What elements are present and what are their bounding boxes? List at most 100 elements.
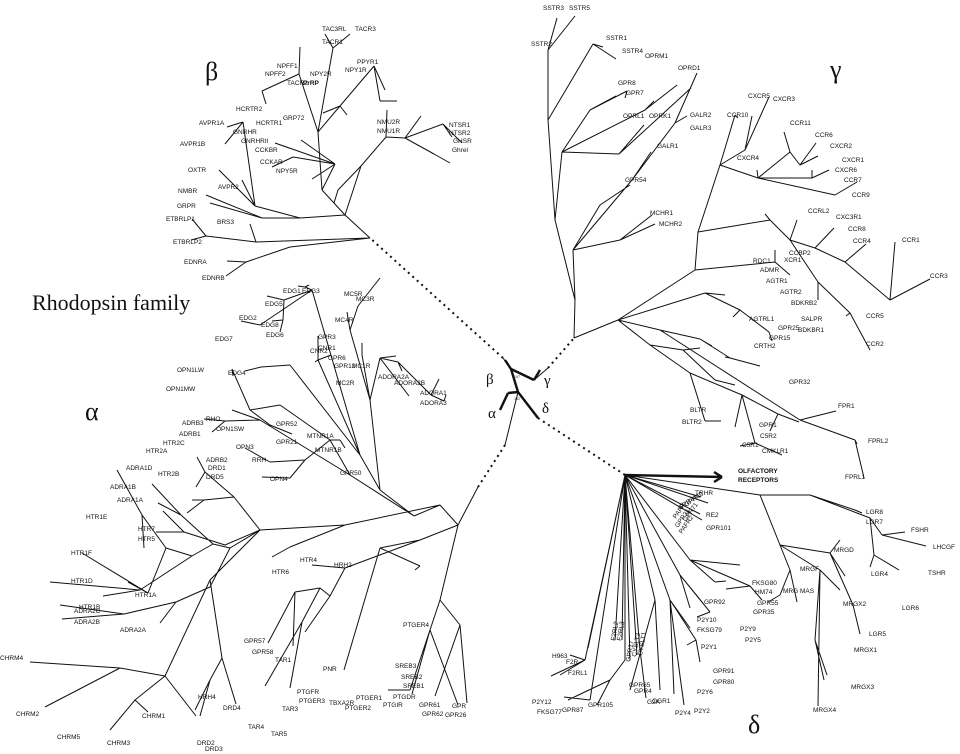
receptor-label-salpr: SALPR	[801, 316, 823, 323]
receptor-label-tshr: TSHR	[928, 570, 946, 577]
receptor-label-cnr1: CNR1	[318, 345, 336, 352]
receptor-label-gpr25: GPR25	[778, 325, 800, 332]
receptor-label-gpr50: GPR50	[340, 470, 362, 477]
receptor-label-ccr9: CCR9	[852, 192, 870, 199]
receptor-label-ppyr1: PPYR1	[357, 59, 379, 66]
receptor-label-opn1sw: OPN1SW	[216, 426, 245, 433]
receptor-label-ccr10: CCR10	[727, 112, 749, 119]
receptor-label-cckar: CCKAR	[260, 159, 283, 166]
receptor-label-mc1r: MC1R	[352, 363, 371, 370]
receptor-label-admr: ADMR	[760, 267, 779, 274]
receptor-label-p2y1: P2Y1	[701, 644, 717, 651]
receptor-label-cxcr4: CXCR4	[737, 155, 759, 162]
receptor-label-adora3: ADORA3	[420, 400, 447, 407]
receptor-label-lgr6: LGR6	[902, 605, 919, 612]
receptor-label-npff2: NPFF2	[265, 71, 286, 78]
receptor-label-ghsr: GHSR	[453, 138, 472, 145]
receptor-label-mtnr1b: MTNR1B	[315, 447, 342, 454]
receptor-label-p2y4: P2Y4	[675, 710, 691, 717]
receptor-label-tbxa2r: TBXA2R	[329, 700, 355, 707]
receptor-label-ptger2: PTGER2	[345, 705, 371, 712]
receptor-label-oprm1: OPRM1	[645, 53, 669, 60]
receptor-label-npy1r: NPY1R	[345, 67, 367, 74]
receptor-label-oxtr: OXTR	[188, 167, 206, 174]
receptor-label-gpr62: GPR62	[422, 711, 444, 718]
receptor-label-adra2a: ADRA2A	[120, 627, 147, 634]
receptor-label-fshr: FSHR	[911, 527, 929, 534]
receptor-label-ccrl2: CCRL2	[808, 208, 830, 215]
receptor-label-ptgir: PTGIR	[383, 702, 403, 709]
receptor-label-mc3r: MC3R	[356, 296, 375, 303]
receptor-label-agtr1: AGTR1	[766, 278, 788, 285]
receptor-label-fksg79: FKSG79	[697, 627, 722, 634]
receptor-label-mchr2: MCHR2	[659, 221, 682, 228]
receptor-label-adora2a: ADORA2A	[378, 374, 410, 381]
receptor-label-gpr65: GPR65	[629, 682, 651, 689]
receptor-label-mrgx2: MRGX2	[843, 601, 867, 608]
receptor-label-htr6: HTR6	[272, 569, 289, 576]
receptor-label-lgr4: LGR4	[871, 571, 888, 578]
receptor-label-htr7: HTR7	[138, 526, 155, 533]
receptor-label-avpr1a: AVPR1A	[199, 120, 225, 127]
receptor-label-p2y10: P2Y10	[697, 617, 717, 624]
receptor-label-edg8: EDG8	[261, 322, 279, 329]
receptor-label-rdc1: RDC1	[753, 258, 771, 265]
receptor-label-avpr1b: AVPR1B	[180, 141, 205, 148]
receptor-label-g2a: G2A	[647, 699, 661, 706]
receptor-label-ccbp2: CCBP2	[789, 250, 811, 257]
receptor-label-adrb1: ADRB1	[179, 431, 201, 438]
receptor-label-gpr26: GPR26	[445, 712, 467, 719]
receptor-label-etbrlp1: ETBRLP1	[166, 216, 195, 223]
receptor-label-bdkrb2: BDKRB2	[791, 300, 817, 307]
receptor-label-sstr2: SSTR2	[531, 41, 552, 48]
receptor-label-htr1d: HTR1D	[71, 578, 93, 585]
receptor-label-gpr80: GPR80	[713, 679, 735, 686]
receptor-label-adra2b: ADRA2B	[74, 619, 100, 626]
receptor-label-drd4: DRD4	[223, 705, 241, 712]
receptor-label-c5r2: C5R2	[760, 433, 777, 440]
receptor-label-tar1: TAR1	[275, 657, 292, 664]
receptor-label-gpr17: GPR17	[625, 640, 636, 663]
receptor-label-prrp: PrRP	[303, 80, 320, 87]
receptor-label-grp72: GRP72	[283, 115, 305, 122]
receptor-label-ccr6: CCR6	[815, 132, 833, 139]
receptor-label-f2rl2: F2RL2	[610, 621, 620, 642]
receptor-label-htr2a: HTR2A	[146, 448, 168, 455]
receptor-label-tac3rl: TAC3RL	[322, 26, 347, 33]
receptor-label-bdkbr1: BDKBR1	[798, 327, 824, 334]
alpha-clade-symbol: α	[85, 397, 99, 426]
receptor-label-gpr3: GPR3	[318, 334, 336, 341]
receptor-label-gpr1: GPR1	[759, 422, 777, 429]
receptor-label-gpr54: GPR54	[625, 177, 647, 184]
receptor-label-edg6: EDG6	[266, 332, 284, 339]
receptor-label-hm74: HM74	[755, 589, 773, 596]
beta-branches	[190, 33, 463, 277]
receptor-label-mchr1: MCHR1	[650, 210, 673, 217]
receptor-label-rrh: RRH	[252, 457, 266, 464]
center-beta-label: β	[486, 372, 494, 388]
receptor-label-cyslt2: CYSLT2	[631, 632, 642, 657]
receptor-label-htr1f: HTR1F	[71, 550, 92, 557]
receptor-label-ghrel: Ghrel	[452, 147, 468, 154]
receptor-label-cckbr: CCKBR	[255, 147, 278, 154]
center-gamma-label: γ	[543, 373, 551, 389]
receptor-label-opn4: OPN4	[270, 476, 288, 483]
receptor-label-drd2: DRD2	[197, 740, 215, 747]
receptor-label-crth2: CRTH2	[754, 343, 776, 350]
receptor-label-ogr1: OGR1	[652, 698, 671, 705]
receptor-label-cxcr1: CXCR1	[842, 157, 864, 164]
receptor-label-ptger4: PTGER4	[403, 622, 429, 629]
receptor-label-sstr5: SSTR5	[569, 5, 590, 12]
receptor-label-sstr4: SSTR4	[622, 48, 643, 55]
receptor-label-htr1b: HTR1B	[79, 604, 100, 611]
receptor-label-ccr11: CCR11	[790, 120, 811, 127]
receptor-label-npy2r: NPY2R	[310, 71, 332, 78]
receptor-label-htr1a: HTR1A	[135, 592, 157, 599]
receptor-label-mc2r: MC2R	[336, 380, 355, 387]
receptor-label-mrgx3: MRGX3	[851, 684, 875, 691]
receptor-label-cxcr2: CXCR2	[830, 143, 852, 150]
receptor-label-p2y2: P2Y2	[694, 708, 710, 715]
receptor-label-cyslt1: CYSLT1	[637, 631, 648, 656]
